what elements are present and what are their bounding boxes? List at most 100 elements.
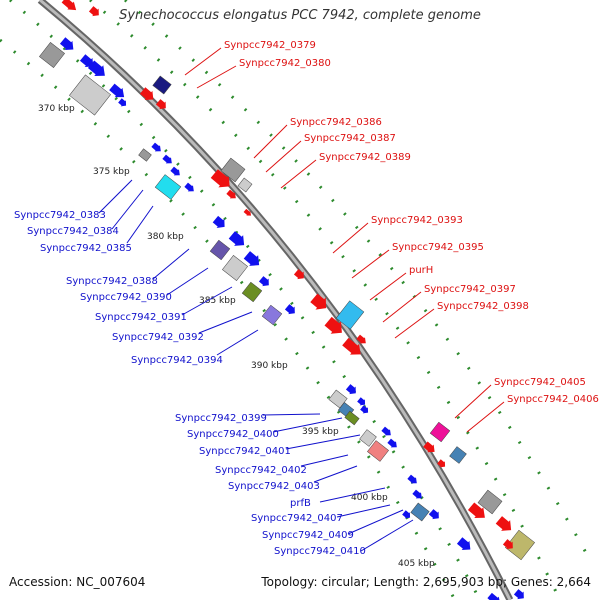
leader-line bbox=[196, 65, 237, 89]
gene-features bbox=[39, 0, 536, 600]
leader-line bbox=[198, 311, 253, 334]
gene-arrow bbox=[456, 537, 471, 551]
scale-label: 395 kbp bbox=[302, 427, 339, 437]
gene-box bbox=[69, 74, 111, 116]
gene-label[interactable]: Synpcc7942_0402 bbox=[215, 465, 307, 476]
gene-label[interactable]: purH bbox=[409, 265, 433, 276]
leader-line bbox=[347, 509, 404, 535]
gene-label[interactable]: Synpcc7942_0399 bbox=[175, 413, 267, 424]
gene-label[interactable]: prfB bbox=[290, 498, 311, 509]
leader-line bbox=[360, 519, 414, 552]
scale-label: 390 kbp bbox=[251, 361, 288, 371]
leader-line bbox=[253, 124, 288, 159]
gene-label[interactable]: Synpcc7942_0406 bbox=[507, 394, 599, 405]
gene-box bbox=[504, 529, 536, 561]
gene-label[interactable]: Synpcc7942_0386 bbox=[290, 117, 382, 128]
gene-label[interactable]: Synpcc7942_0388 bbox=[66, 276, 158, 287]
leader-line bbox=[216, 329, 259, 356]
leader-line bbox=[265, 140, 302, 173]
gene-arrow bbox=[139, 87, 154, 101]
gene-label[interactable]: Synpcc7942_0400 bbox=[187, 429, 279, 440]
gene-label[interactable]: Synpcc7942_0379 bbox=[224, 40, 316, 51]
gene-label[interactable]: Synpcc7942_0398 bbox=[437, 301, 529, 312]
gene-arrow bbox=[243, 208, 252, 216]
leader-line bbox=[272, 417, 343, 433]
gene-label[interactable]: Synpcc7942_0392 bbox=[112, 332, 204, 343]
leader-line bbox=[351, 249, 390, 279]
gene-box bbox=[222, 255, 248, 281]
gene-label[interactable]: Synpcc7942_0401 bbox=[199, 446, 291, 457]
gene-arrow bbox=[423, 441, 435, 453]
gene-box bbox=[367, 440, 389, 462]
gene-arrow bbox=[402, 510, 411, 519]
gene-arrow bbox=[184, 182, 194, 192]
leader-line bbox=[319, 487, 386, 503]
leader-line bbox=[166, 267, 209, 296]
reverse-gene-labels: Synpcc7942_0383 Synpcc7942_0384 Synpcc79… bbox=[14, 179, 414, 557]
gene-label[interactable]: Synpcc7942_0394 bbox=[131, 355, 223, 366]
gene-label[interactable]: Synpcc7942_0395 bbox=[392, 242, 484, 253]
gene-label[interactable]: Synpcc7942_0403 bbox=[228, 481, 320, 492]
gene-arrow bbox=[387, 438, 397, 448]
gene-arrow bbox=[151, 142, 161, 152]
accession-text: Accession: NC_007604 bbox=[9, 575, 146, 589]
gene-arrow bbox=[357, 397, 366, 406]
forward-gene-labels: Synpcc7942_0379 Synpcc7942_0380 Synpcc79… bbox=[184, 40, 599, 433]
gene-arrow bbox=[212, 215, 225, 228]
gene-arrow bbox=[88, 6, 99, 17]
gene-label[interactable]: Synpcc7942_0405 bbox=[494, 377, 586, 388]
gene-arrow bbox=[502, 539, 513, 550]
scale-label: 385 kbp bbox=[199, 296, 236, 306]
gene-label[interactable]: Synpcc7942_0385 bbox=[40, 243, 132, 254]
gene-arrow bbox=[407, 474, 417, 484]
scale-label: 375 kbp bbox=[93, 167, 130, 177]
gene-arrow bbox=[324, 316, 342, 334]
leader-line bbox=[152, 248, 190, 280]
gene-arrow bbox=[487, 592, 501, 600]
leader-line bbox=[466, 401, 505, 433]
gene-box bbox=[209, 239, 231, 261]
gene-box bbox=[152, 75, 172, 95]
gene-arrow bbox=[495, 516, 512, 531]
gene-arrow bbox=[428, 509, 439, 520]
gene-box bbox=[344, 410, 360, 426]
gene-label[interactable]: Synpcc7942_0397 bbox=[424, 284, 516, 295]
gene-label[interactable]: Synpcc7942_0410 bbox=[274, 546, 366, 557]
gene-arrow bbox=[412, 489, 422, 499]
gene-arrow bbox=[513, 589, 524, 600]
scale-label: 400 kbp bbox=[351, 493, 388, 503]
gene-label[interactable]: Synpcc7942_0384 bbox=[27, 226, 119, 237]
gene-label[interactable]: Synpcc7942_0383 bbox=[14, 210, 106, 221]
gene-label[interactable]: Synpcc7942_0387 bbox=[304, 133, 396, 144]
gene-label[interactable]: Synpcc7942_0380 bbox=[239, 58, 331, 69]
gene-label[interactable]: Synpcc7942_0390 bbox=[80, 292, 172, 303]
tick-rail bbox=[0, 38, 457, 600]
gene-arrow bbox=[360, 405, 369, 414]
gene-label[interactable]: Synpcc7942_0407 bbox=[251, 513, 343, 524]
gene-label[interactable]: Synpcc7942_0393 bbox=[371, 215, 463, 226]
gene-arrow bbox=[284, 304, 295, 315]
leader-line bbox=[332, 222, 369, 254]
leader-line bbox=[369, 272, 407, 301]
gene-box bbox=[335, 300, 365, 330]
gene-box bbox=[138, 148, 152, 162]
genome-backbone-highlight bbox=[39, 0, 512, 600]
gene-box bbox=[449, 446, 467, 464]
gene-arrow bbox=[342, 337, 361, 355]
gene-box bbox=[410, 502, 430, 522]
gene-box bbox=[261, 304, 283, 326]
gene-box bbox=[241, 281, 263, 303]
gene-label[interactable]: Synpcc7942_0409 bbox=[262, 530, 354, 541]
gene-box bbox=[220, 157, 246, 183]
leader-line bbox=[111, 189, 144, 230]
gene-box bbox=[429, 421, 451, 443]
leader-line bbox=[382, 291, 422, 323]
gene-arrow bbox=[381, 426, 391, 436]
gene-arrow bbox=[210, 169, 230, 188]
gene-box bbox=[237, 177, 253, 193]
gene-label[interactable]: Synpcc7942_0389 bbox=[319, 152, 411, 163]
gene-label[interactable]: Synpcc7942_0391 bbox=[95, 312, 187, 323]
gene-box bbox=[477, 489, 503, 515]
